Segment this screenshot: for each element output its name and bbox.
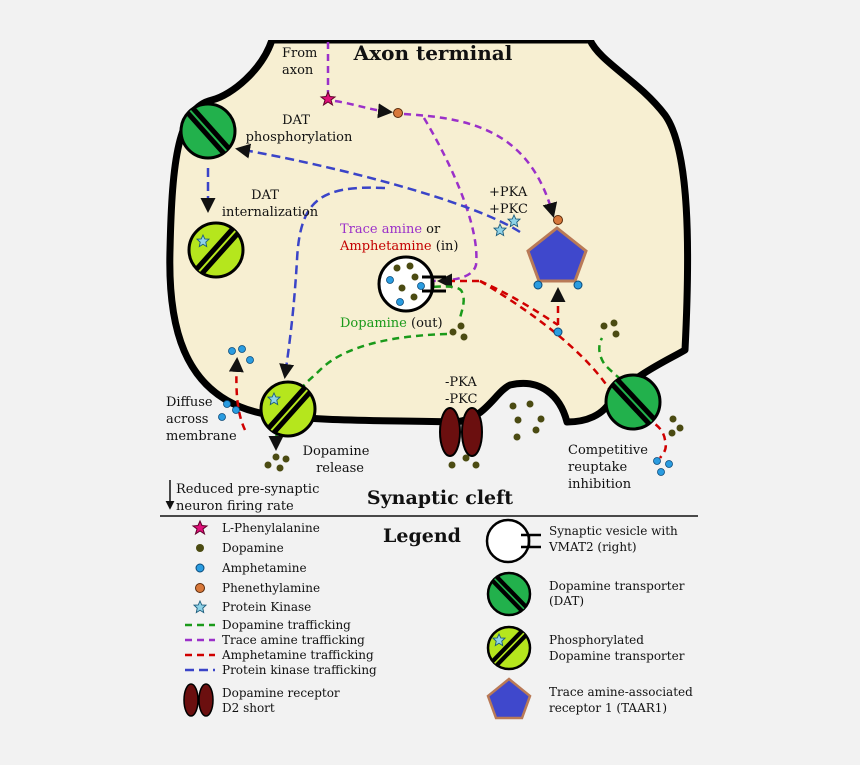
legend-label-protein-kinase-trafficking: Protein kinase trafficking [222, 663, 377, 677]
dopamine-out-cluster [449, 322, 468, 341]
legend-label-trace-amine-trafficking: Trace amine trafficking [222, 633, 365, 647]
legend-icon-phospho-dat [486, 625, 532, 671]
amphetamine-in-label: Amphetamine (in) [339, 239, 458, 254]
phosphorylated-dat-internalized [187, 221, 245, 279]
synaptic-cleft-title: Synaptic cleft [367, 487, 513, 509]
plus-pka-label: +PKA [489, 185, 528, 200]
trace-amine-trafficking-paths [326, 42, 558, 283]
protein-kinase-trafficking-paths [200, 143, 521, 379]
competitive-label-2: reuptake [568, 460, 627, 475]
legend-label-taar1-1: Trace amine-associated [549, 685, 693, 699]
legend-label-d2-receptor-2: D2 short [222, 701, 275, 715]
dat-phosphorylation-label-2: phosphorylation [246, 130, 353, 145]
diffuse-label-3: membrane [166, 429, 237, 444]
competitive-label-3: inhibition [568, 477, 632, 492]
d2-receptor [439, 407, 483, 457]
legend-label-phospho-dat-2: Dopamine transporter [549, 649, 685, 663]
phenethylamine-molecule [393, 108, 403, 118]
competitive-label-1: Competitive [568, 443, 648, 458]
legend-label-l-phenylalanine: L-Phenylalanine [222, 521, 320, 535]
legend-icon-dopamine [196, 544, 204, 552]
legend-icon-l-phenylalanine [191, 519, 209, 536]
dat-internalization-label-1: DAT [251, 188, 279, 203]
taar1-receptor [526, 215, 588, 290]
legend-label-dopamine: Dopamine [222, 541, 284, 555]
reduced-firing-label-2: neuron firing rate [176, 499, 294, 514]
dopamine-at-d2 [448, 454, 480, 469]
legend-icon-phenethylamine [195, 583, 205, 593]
dopamine-released-cluster [264, 453, 290, 472]
dopamine-transporter-top [179, 102, 237, 160]
dat-internalization-label-2: internalization [222, 205, 319, 220]
dopamine-competitive-cluster [668, 415, 684, 437]
minus-pka-label: -PKA [445, 375, 477, 390]
from-axon-label-1: From [282, 46, 317, 61]
from-axon-label-2: axon [282, 63, 314, 78]
legend-label-d2-receptor-1: Dopamine receptor [222, 686, 340, 700]
legend-icon-vesicle [485, 518, 541, 564]
legend-label-amphetamine-trafficking: Amphetamine trafficking [221, 648, 374, 662]
dopamine-cluster-right [600, 319, 620, 338]
dopamine-release-label-2: release [316, 461, 364, 476]
amphetamine-diffuse-cluster-bottom [218, 400, 240, 421]
amphetamine-taar1-path [553, 327, 563, 337]
dat-phosphorylation-label-1: DAT [282, 113, 310, 128]
legend-icon-d2-receptor [183, 683, 214, 717]
dopamine-cleft-cluster [509, 400, 545, 441]
plus-pkc-label: +PKC [489, 202, 528, 217]
trace-amine-label: Trace amine or [340, 222, 441, 237]
minus-pkc-label: -PKC [445, 392, 478, 407]
synaptic-vesicle [377, 255, 446, 313]
amphetamine-competitive-cluster [653, 457, 673, 476]
reduced-firing-label-1: Reduced pre-synaptic [176, 482, 319, 497]
legend-icon-dat [486, 571, 532, 617]
legend-label-dat-1: Dopamine transporter [549, 579, 685, 593]
legend-icon-protein-kinase [193, 600, 207, 614]
diffuse-label-1: Diffuse [166, 395, 213, 410]
legend-label-vesicle-1: Synaptic vesicle with [549, 524, 678, 538]
dopamine-transporter-right [604, 373, 662, 431]
dopamine-out-label: Dopamine (out) [340, 316, 443, 331]
legend-icon-taar1 [486, 677, 532, 720]
axon-terminal-membrane [166, 36, 692, 426]
legend-label-phenethylamine: Phenethylamine [222, 581, 320, 595]
legend-label-dat-2: (DAT) [549, 594, 584, 608]
legend-title: Legend [383, 525, 461, 547]
dopamine-release-label-1: Dopamine [303, 444, 370, 459]
phosphorylated-dat-membrane [259, 380, 317, 438]
legend-label-amphetamine: Amphetamine [221, 561, 307, 575]
axon-terminal-title: Axon terminal [353, 41, 513, 65]
legend-label-phospho-dat-1: Phosphorylated [549, 633, 644, 647]
diffuse-label-2: across [166, 412, 208, 427]
legend-label-taar1-2: receptor 1 (TAAR1) [549, 701, 667, 715]
amphetamine-diffuse-cluster-top [228, 345, 254, 364]
legend-icon-amphetamine [195, 563, 205, 573]
legend-label-vesicle-2: VMAT2 (right) [548, 540, 637, 554]
l-phenylalanine-molecule [319, 90, 337, 107]
legend-label-dopamine-trafficking: Dopamine trafficking [222, 618, 351, 632]
legend-label-protein-kinase: Protein Kinase [222, 600, 311, 614]
